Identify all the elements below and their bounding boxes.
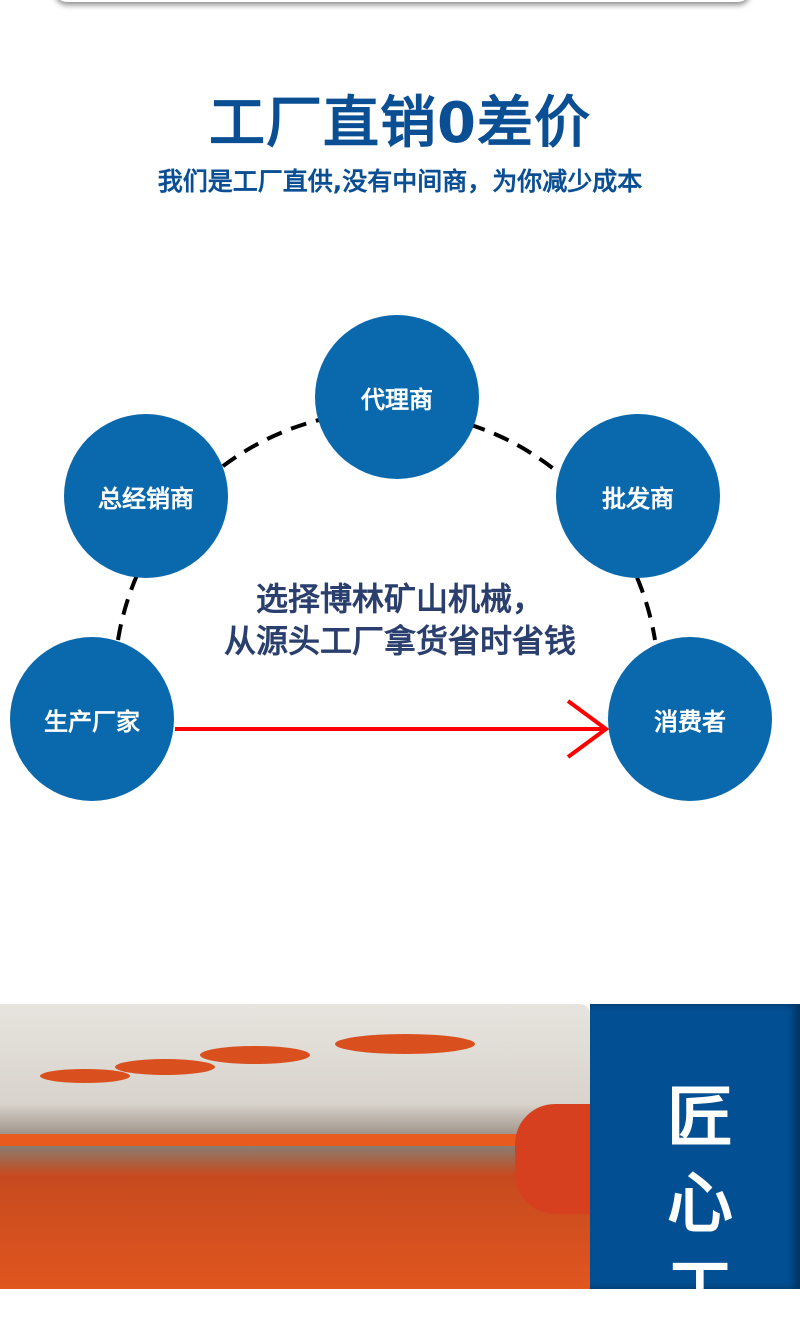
node-manufacturer: 生产厂家 (10, 637, 174, 801)
node-general-distributor: 总经销商 (64, 414, 228, 578)
flotation-machine-photo (0, 1004, 590, 1289)
node-consumer: 消费者 (608, 637, 772, 801)
page-title: 工厂直销0差价 (209, 91, 591, 156)
top-card-edge (55, 0, 750, 2)
node-wholesaler: 批发商 (556, 414, 720, 578)
slogan-line-1: 选择博林矿山机械， (255, 580, 544, 618)
arrow-head (566, 699, 610, 759)
page-subtitle: 我们是工厂直供,没有中间商，为你减少成本 (157, 167, 643, 196)
vertical-title: 匠心工 (667, 1078, 733, 1328)
craftsmanship-panel: 匠心工 (590, 1004, 800, 1328)
node-agent: 代理商 (315, 315, 479, 479)
center-slogan: 选择博林矿山机械， 从源头工厂拿货省时省钱 (0, 578, 800, 662)
slogan-line-2: 从源头工厂拿货省时省钱 (223, 622, 576, 660)
